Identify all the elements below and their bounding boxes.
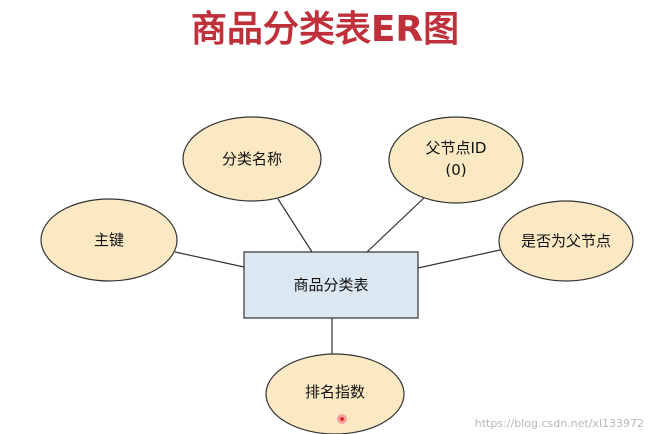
attribute-parent-id: 父节点ID (0) (388, 116, 524, 204)
connector-parent-id (366, 196, 426, 253)
entity-label: 商品分类表 (293, 276, 368, 294)
connector-category-name (277, 198, 313, 253)
attribute-label: 主键 (94, 231, 124, 249)
cursor-dot-icon (337, 414, 347, 424)
connector-is-parent (417, 249, 501, 269)
attribute-label: 分类名称 (222, 150, 282, 168)
attribute-primary-key: 主键 (40, 198, 178, 282)
attribute-label-line2: (0) (445, 161, 466, 179)
diagram-title: 商品分类表ER图 (190, 9, 460, 50)
attribute-label-line1: 父节点ID (426, 139, 487, 157)
watermark: https://blog.csdn.net/xl133972 (474, 417, 644, 430)
attribute-label: 是否为父节点 (521, 232, 611, 250)
attribute-sort-index: 排名指数 (265, 353, 405, 434)
attribute-is-parent: 是否为父节点 (498, 200, 634, 282)
attribute-category-name: 分类名称 (182, 116, 322, 202)
attribute-label: 排名指数 (305, 383, 365, 401)
entity-product-category: 商品分类表 (243, 251, 419, 319)
connector-primary-key (174, 251, 245, 268)
